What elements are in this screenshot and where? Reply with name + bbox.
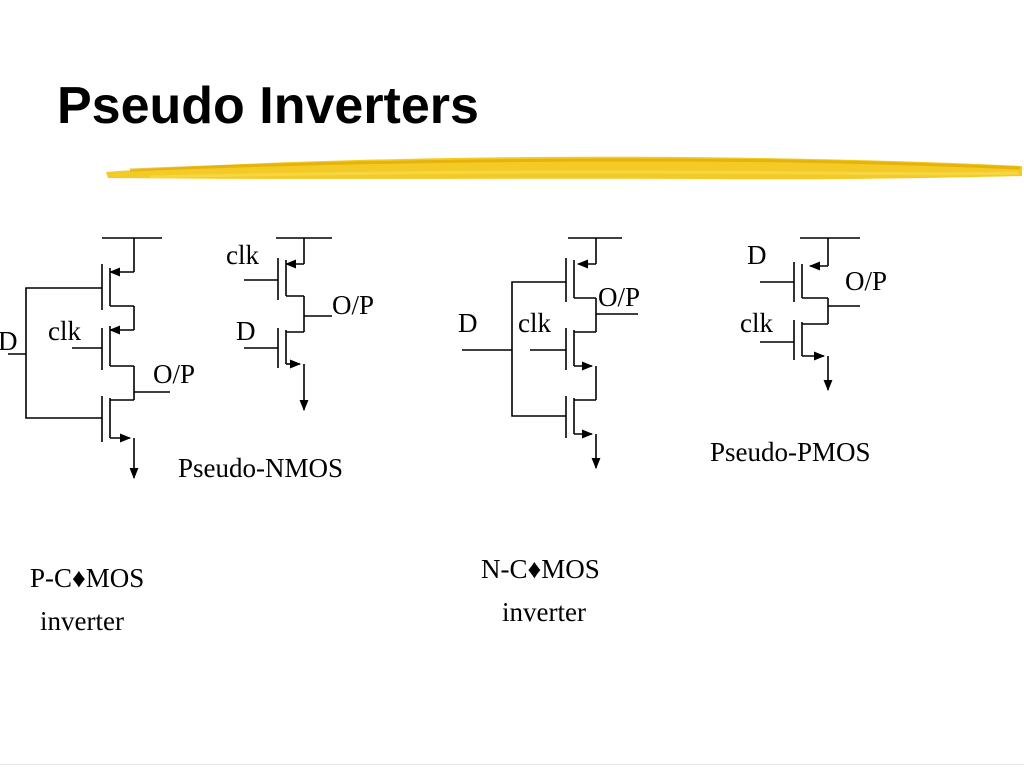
- pseudo-nmos-schematic: [244, 237, 332, 412]
- pmos-transistor: [101, 264, 134, 310]
- p-cmos-output-label: O/P: [153, 359, 195, 389]
- p-cmos-caption-line1: P-C♦MOS: [30, 563, 144, 593]
- pseudo-nmos-clock-label: clk: [226, 240, 259, 270]
- pmos-transistor: [72, 325, 134, 370]
- pseudo-nmos-output-label: O/P: [332, 290, 374, 320]
- slide-title: Pseudo Inverters: [57, 77, 479, 135]
- nmos-transistor: [530, 328, 596, 371]
- pseudo-nmos-input-label: D: [236, 316, 256, 346]
- n-cmos-clock-label: clk: [518, 308, 551, 338]
- pseudo-nmos-caption: Pseudo-NMOS: [178, 453, 343, 483]
- pseudo-pmos-schematic: [760, 237, 860, 392]
- nmos-transistor: [565, 396, 596, 439]
- n-cmos-output-label: O/P: [598, 282, 640, 312]
- pseudo-pmos-clock-label: clk: [740, 308, 773, 338]
- n-cmos-caption-line1: N-C♦MOS: [481, 554, 600, 584]
- input-wire: [511, 281, 566, 417]
- nmos-transistor: [101, 396, 134, 443]
- n-cmos-caption-line2: inverter: [502, 597, 586, 627]
- p-cmos-inverter-schematic: [8, 237, 170, 480]
- pmos-transistor: [244, 258, 304, 300]
- input-wire: [25, 287, 102, 419]
- n-cmos-input-label: D: [458, 308, 478, 338]
- p-cmos-input-label: D: [0, 326, 18, 356]
- pseudo-pmos-input-label: D: [747, 240, 767, 270]
- slide-bottom-rule: [0, 764, 1024, 765]
- p-cmos-clock-label: clk: [48, 316, 81, 346]
- pmos-transistor: [565, 258, 596, 302]
- title-highlighter-stroke: [106, 156, 1022, 180]
- pseudo-pmos-output-label: O/P: [845, 266, 887, 296]
- n-cmos-inverter-schematic: [462, 237, 638, 470]
- nmos-transistor: [760, 320, 828, 361]
- nmos-transistor: [244, 328, 304, 369]
- pseudo-pmos-caption: Pseudo-PMOS: [710, 437, 871, 467]
- pmos-transistor: [760, 261, 828, 302]
- p-cmos-caption-line2: inverter: [40, 606, 124, 636]
